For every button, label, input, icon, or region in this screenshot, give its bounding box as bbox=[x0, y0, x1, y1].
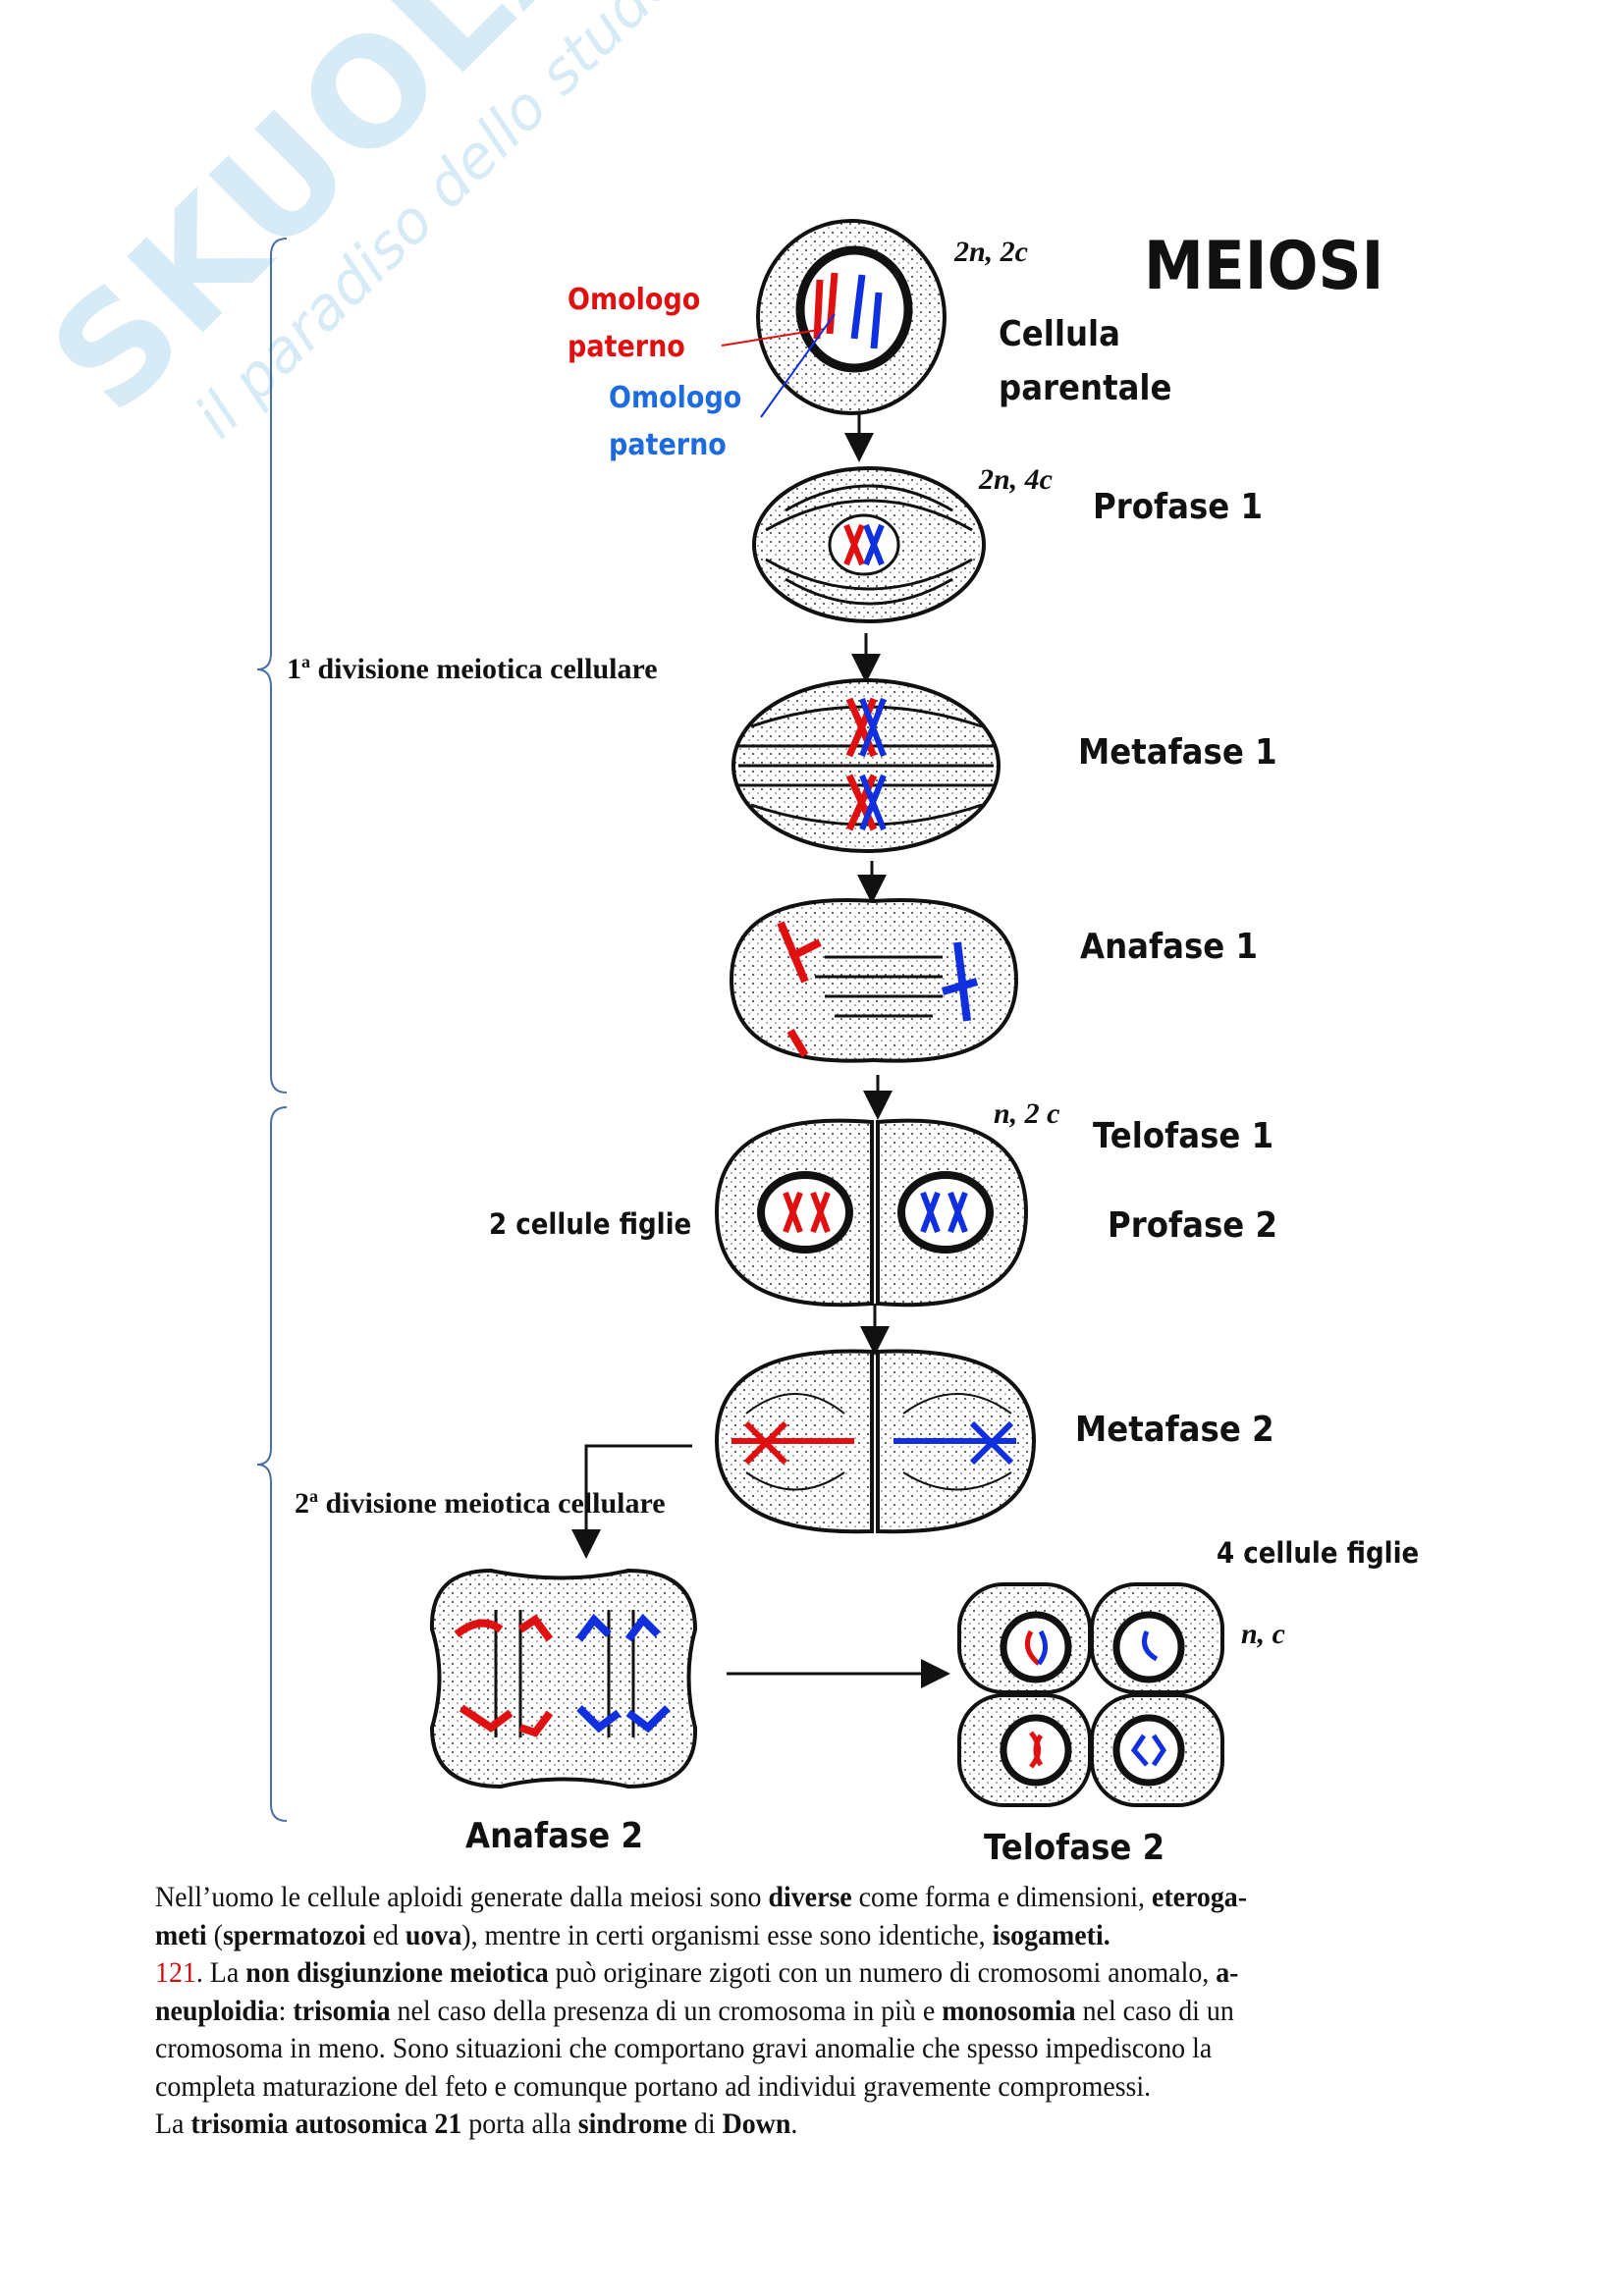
bold-term: spermatozoi bbox=[222, 1918, 366, 1951]
bold-term: isogameti. bbox=[992, 1918, 1110, 1951]
telofase1-label: Telofase 1 bbox=[1093, 1116, 1274, 1156]
first-division-sup: a bbox=[301, 652, 310, 671]
parent-ploidy: 2n, 2c bbox=[954, 236, 1028, 268]
second-division-text: divisione meiotica cellulare bbox=[318, 1487, 666, 1520]
telofase2-cell bbox=[957, 1582, 1224, 1807]
parent-label-line2: parentale bbox=[999, 368, 1172, 408]
paternal-label-line1: Omologo bbox=[609, 381, 742, 415]
metafase2-label: Metafase 2 bbox=[1075, 1410, 1274, 1450]
paternal-label-line2: paterno bbox=[609, 428, 727, 462]
anafase2-cell bbox=[429, 1568, 698, 1789]
profase1-ploidy: 2n, 4c bbox=[979, 463, 1053, 496]
metafase2-cell bbox=[714, 1349, 1037, 1534]
text-segment: . bbox=[790, 2108, 798, 2140]
text-line: cromosoma in meno. Sono situazioni che c… bbox=[155, 2030, 1247, 2068]
bracket-first-division bbox=[256, 238, 288, 1094]
profase2-label: Profase 2 bbox=[1108, 1205, 1278, 1246]
bracket-second-division bbox=[256, 1106, 288, 1822]
text-segment: può originare zigoti con un numero di cr… bbox=[548, 1956, 1217, 1989]
metafase1-cell bbox=[731, 678, 1001, 853]
text-segment: nel caso di un bbox=[1075, 1994, 1234, 2027]
bold-term: meti bbox=[155, 1918, 207, 1951]
second-division-number: 2 bbox=[295, 1487, 309, 1520]
page-title: MEIOSI bbox=[1144, 228, 1384, 305]
bold-term: trisomia bbox=[293, 1994, 391, 2027]
bold-term: monosomia bbox=[942, 1994, 1076, 2027]
profase1-cell bbox=[752, 466, 986, 623]
text-line: Nell’uomo le cellule aploidi generate da… bbox=[155, 1879, 1247, 1917]
text-segment: ( bbox=[206, 1918, 223, 1951]
bold-term: neuploidia bbox=[155, 1994, 279, 2027]
text-segment: di bbox=[686, 2108, 723, 2140]
anafase1-label: Anafase 1 bbox=[1080, 927, 1259, 967]
four-daughter-cells-label: 4 cellule figlie bbox=[1217, 1536, 1420, 1570]
parent-cell bbox=[721, 219, 947, 418]
bold-term: diverse bbox=[768, 1881, 852, 1913]
text-segment: ), mentre in certi organismi esse sono i… bbox=[461, 1918, 993, 1951]
metafase1-label: Metafase 1 bbox=[1078, 732, 1277, 773]
first-division-label: 1a divisione meiotica cellulare bbox=[287, 652, 658, 686]
two-daughter-cells-label: 2 cellule figlie bbox=[489, 1207, 692, 1241]
text-line: 121. La non disgiunzione meiotica può or… bbox=[155, 1954, 1247, 1993]
telofase2-label: Telofase 2 bbox=[984, 1828, 1165, 1868]
text-segment: porta alla bbox=[461, 2108, 578, 2140]
parent-label-line1: Cellula bbox=[999, 314, 1121, 354]
text-segment: La bbox=[155, 2108, 191, 2140]
maternal-label-line1: Omologo bbox=[568, 283, 701, 317]
first-division-number: 1 bbox=[287, 653, 301, 685]
text-segment: come forma e dimensioni, bbox=[851, 1881, 1152, 1913]
text-line: La trisomia autosomica 21 porta alla sin… bbox=[155, 2106, 1247, 2144]
bold-term: uova bbox=[405, 1918, 462, 1951]
text-line: completa maturazione del feto e comunque… bbox=[155, 2068, 1247, 2107]
text-segment: Nell’uomo le cellule aploidi generate da… bbox=[155, 1881, 769, 1913]
text-segment: completa maturazione del feto e comunque… bbox=[155, 2069, 1152, 2103]
bold-term: non disgiunzione meiotica bbox=[245, 1956, 549, 1989]
anafase2-label: Anafase 2 bbox=[465, 1816, 644, 1856]
bold-term: Down bbox=[722, 2108, 791, 2140]
section-number: 121 bbox=[155, 1956, 196, 1989]
telofase1-ploidy: n, 2 c bbox=[994, 1097, 1060, 1130]
text-line: meti (spermatozoi ed uova), mentre in ce… bbox=[155, 1917, 1247, 1955]
telofase1-cell bbox=[714, 1118, 1029, 1308]
bold-term: a- bbox=[1216, 1956, 1239, 1989]
second-division-sup: a bbox=[309, 1486, 318, 1506]
anafase1-cell bbox=[729, 898, 1019, 1063]
text-segment: . La bbox=[195, 1956, 246, 1989]
bold-term: trisomia autosomica 21 bbox=[190, 2108, 462, 2140]
bold-term: sindrome bbox=[577, 2108, 687, 2140]
maternal-label-line2: paterno bbox=[568, 330, 685, 364]
text-segment: cromosoma in meno. Sono situazioni che c… bbox=[155, 2032, 1213, 2064]
first-division-text: divisione meiotica cellulare bbox=[310, 653, 658, 685]
profase1-label: Profase 1 bbox=[1093, 487, 1264, 527]
text-line: neuploidia: trisomia nel caso della pres… bbox=[155, 1993, 1247, 2031]
text-segment: nel caso della presenza di un cromosoma … bbox=[390, 1994, 943, 2027]
text-segment: ed bbox=[365, 1918, 406, 1951]
bold-term: eteroga- bbox=[1151, 1881, 1248, 1913]
body-paragraph: Nell’uomo le cellule aploidi generate da… bbox=[155, 1879, 1329, 2144]
text-segment: : bbox=[278, 1994, 294, 2027]
telofase2-ploidy: n, c bbox=[1241, 1618, 1285, 1650]
second-division-label: 2a divisione meiotica cellulare bbox=[295, 1486, 666, 1521]
